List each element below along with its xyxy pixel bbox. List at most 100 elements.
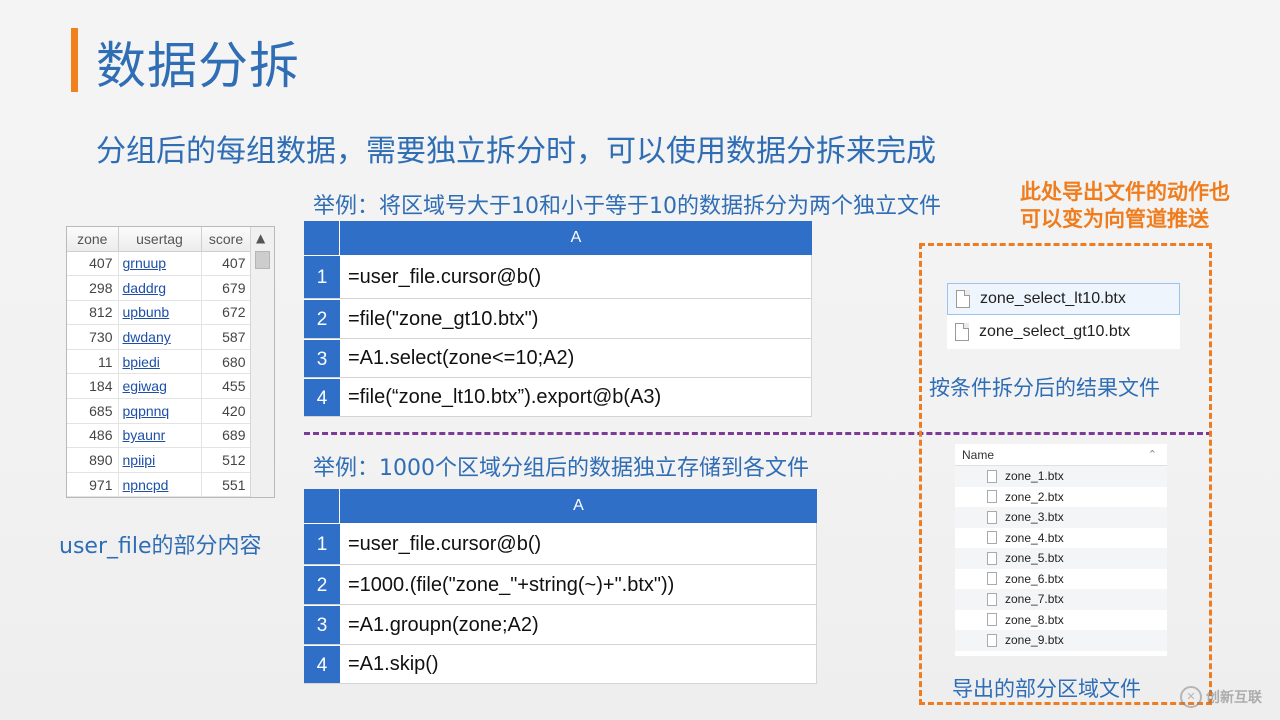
file-name: zone_select_lt10.btx <box>980 290 1126 307</box>
code-cell[interactable]: =file("zone_gt10.btx") <box>340 299 812 338</box>
row-number[interactable]: 2 <box>304 299 340 338</box>
file-name: zone_3.btx <box>1005 510 1064 525</box>
usertag-cell[interactable]: pqpnnq <box>118 398 202 424</box>
file-item[interactable]: zone_7.btx <box>955 589 1167 610</box>
zone-cell: 890 <box>67 447 119 473</box>
usertag-cell[interactable]: daddrg <box>118 275 202 301</box>
file-item[interactable]: zone_2.btx <box>955 487 1167 508</box>
pipeline-note: 此处导出文件的动作也 可以变为向管道推送 <box>1020 179 1230 233</box>
document-icon <box>987 490 997 504</box>
score-cell: 455 <box>201 373 252 400</box>
score-cell: 689 <box>201 423 252 449</box>
column-header-usertag[interactable]: usertag <box>118 227 202 252</box>
file-item[interactable]: zone_3.btx <box>955 507 1167 528</box>
code-cell[interactable]: =1000.(file("zone_"+string(~)+".btx")) <box>340 565 817 604</box>
user-file-caption: user_file的部分内容 <box>59 534 262 559</box>
usertag-cell[interactable]: egiwag <box>118 373 202 400</box>
column-header-a[interactable]: A <box>340 489 817 523</box>
usertag-cell[interactable]: grnuup <box>118 251 202 277</box>
row-number[interactable]: 1 <box>304 255 340 298</box>
note-line-1: 此处导出文件的动作也 <box>1020 180 1230 204</box>
document-icon <box>987 592 997 606</box>
file-name: zone_5.btx <box>1005 551 1064 566</box>
score-cell: 407 <box>201 251 252 277</box>
code-cell[interactable]: =user_file.cursor@b() <box>340 255 812 298</box>
table-corner <box>304 489 340 523</box>
file-item[interactable]: zone_select_gt10.btx <box>947 316 1180 348</box>
zone-cell: 298 <box>67 275 119 301</box>
row-number[interactable]: 2 <box>304 565 340 604</box>
row-number[interactable]: 4 <box>304 378 340 416</box>
zone-cell: 11 <box>67 349 119 375</box>
score-cell: 680 <box>201 349 252 375</box>
zone-files-caption: 导出的部分区域文件 <box>952 677 1141 701</box>
watermark-logo: ✕ 创新互联 <box>1180 686 1262 708</box>
file-item[interactable]: zone_5.btx <box>955 548 1167 569</box>
document-icon <box>987 633 997 647</box>
column-header-score[interactable]: score <box>201 227 252 252</box>
file-name: zone_4.btx <box>1005 530 1064 545</box>
sort-chevron-icon[interactable]: ⌃ <box>1147 449 1157 461</box>
example2-heading: 举例：1000个区域分组后的数据独立存储到各文件 <box>313 456 809 481</box>
scroll-up-icon[interactable]: ▲ <box>256 231 266 245</box>
file-item[interactable]: zone_select_lt10.btx <box>947 283 1180 315</box>
usertag-cell[interactable]: npiipi <box>118 447 202 473</box>
scrollbar-thumb[interactable] <box>255 251 270 269</box>
score-cell: 587 <box>201 324 252 350</box>
example2-code-table: A 1=user_file.cursor@b() 2=1000.(file("z… <box>304 489 817 684</box>
name-header-label: Name <box>962 448 995 462</box>
page-title: 数据分拆 <box>96 37 300 95</box>
name-column-header[interactable]: Name ⌃ <box>955 444 1167 466</box>
file-item[interactable]: zone_9.btx <box>955 630 1167 651</box>
logo-icon: ✕ <box>1180 686 1202 708</box>
file-item[interactable]: zone_1.btx <box>955 466 1167 487</box>
table-corner <box>304 221 340 255</box>
code-cell[interactable]: =A1.groupn(zone;A2) <box>340 605 817 644</box>
file-item[interactable]: zone_6.btx <box>955 569 1167 590</box>
usertag-cell[interactable]: upbunb <box>118 300 202 326</box>
row-number[interactable]: 3 <box>304 339 340 377</box>
file-name: zone_9.btx <box>1005 633 1064 648</box>
document-icon <box>955 323 969 341</box>
row-number[interactable]: 4 <box>304 645 340 683</box>
zone-cell: 685 <box>67 398 119 424</box>
score-cell: 672 <box>201 300 252 326</box>
usertag-cell[interactable]: npncpd <box>118 472 202 497</box>
column-header-zone[interactable]: zone <box>67 227 119 252</box>
section-divider <box>304 432 1212 435</box>
split-result-caption: 按条件拆分后的结果文件 <box>929 376 1160 400</box>
zone-cell: 407 <box>67 251 119 277</box>
output-files-frame <box>919 243 1212 705</box>
title-accent-bar <box>71 28 78 92</box>
code-cell[interactable]: =A1.skip() <box>340 645 817 683</box>
file-item[interactable]: zone_8.btx <box>955 610 1167 631</box>
usertag-cell[interactable]: byaunr <box>118 423 202 449</box>
file-item[interactable]: zone_4.btx <box>955 528 1167 549</box>
column-header-a[interactable]: A <box>340 221 812 255</box>
usertag-cell[interactable]: dwdany <box>118 324 202 350</box>
example1-code-table: A 1=user_file.cursor@b() 2=file("zone_gt… <box>304 221 812 417</box>
file-name: zone_8.btx <box>1005 612 1064 627</box>
code-cell[interactable]: =user_file.cursor@b() <box>340 523 817 564</box>
file-name: zone_2.btx <box>1005 489 1064 504</box>
page-subtitle: 分组后的每组数据，需要独立拆分时，可以使用数据分拆来完成 <box>96 134 936 169</box>
code-cell[interactable]: =file(“zone_lt10.btx”).export@b(A3) <box>340 378 812 416</box>
row-number[interactable]: 3 <box>304 605 340 644</box>
code-cell[interactable]: =A1.select(zone<=10;A2) <box>340 339 812 377</box>
document-icon <box>956 290 970 308</box>
row-number[interactable]: 1 <box>304 523 340 564</box>
usertag-cell[interactable]: bpiedi <box>118 349 202 375</box>
split-result-file-list: zone_select_lt10.btx zone_select_gt10.bt… <box>947 283 1180 349</box>
vertical-scrollbar[interactable]: ▲ <box>250 227 274 497</box>
